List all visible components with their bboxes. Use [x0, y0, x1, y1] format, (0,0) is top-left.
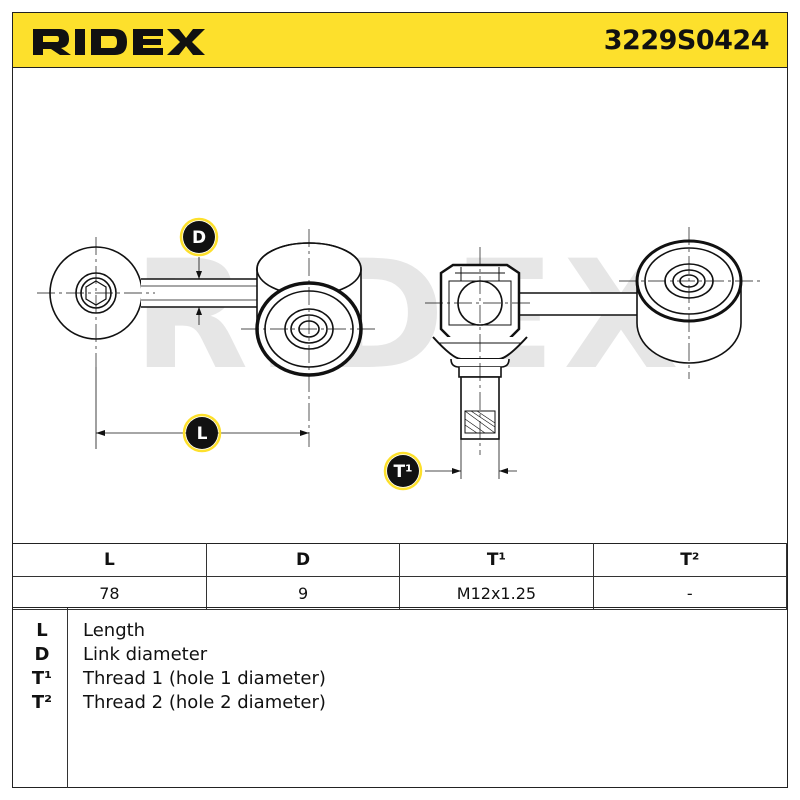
spec-header-t2: T² — [593, 543, 788, 577]
spec-header-d: D — [206, 543, 401, 577]
badge-d: D — [179, 217, 219, 257]
left-link-view — [37, 229, 379, 449]
spec-header-l: L — [13, 543, 207, 577]
legend-symbol: T² — [31, 692, 53, 713]
legend-item: D Link diameter — [13, 644, 787, 668]
datasheet: 3229S0424 RIDEX — [12, 12, 788, 788]
part-number: 3229S0424 — [603, 25, 770, 56]
legend-description: Thread 1 (hole 1 diameter) — [83, 668, 326, 689]
svg-text:D: D — [192, 228, 206, 248]
svg-text:L: L — [197, 424, 208, 444]
legend-item: L Length — [13, 620, 787, 644]
spec-header-row: L D T¹ T² — [13, 543, 788, 577]
watermark-logo: RIDEX — [133, 229, 687, 403]
legend-description: Thread 2 (hole 2 diameter) — [83, 692, 326, 713]
legend-item: T² Thread 2 (hole 2 diameter) — [13, 692, 787, 716]
legend-description: Length — [83, 620, 146, 641]
spec-value-t2: - — [593, 576, 788, 610]
spec-header-t1: T¹ — [399, 543, 594, 577]
brand-logo — [33, 29, 205, 55]
legend-symbol: L — [36, 620, 48, 641]
legend-symbol: D — [34, 644, 50, 665]
spec-value-t1: M12x1.25 — [399, 576, 594, 610]
badge-l: L — [182, 413, 222, 453]
spec-value-d: 9 — [206, 576, 401, 610]
spec-value-l: 78 — [13, 576, 207, 610]
legend-divider — [67, 608, 68, 788]
right-link-view — [425, 227, 761, 479]
svg-text:T¹: T¹ — [393, 462, 412, 482]
header-bar: 3229S0424 — [13, 13, 787, 68]
technical-drawing: RIDEX — [37, 217, 761, 491]
legend: L Length D Link diameter T¹ Thread 1 (ho… — [13, 607, 787, 788]
spec-table: L D T¹ T² 78 9 M12x1.25 - — [13, 543, 788, 610]
legend-description: Link diameter — [83, 644, 208, 665]
spec-value-row: 78 9 M12x1.25 - — [13, 576, 788, 610]
legend-item: T¹ Thread 1 (hole 1 diameter) — [13, 668, 787, 692]
badge-t1: T¹ — [383, 451, 423, 491]
legend-symbol: T¹ — [31, 668, 53, 689]
